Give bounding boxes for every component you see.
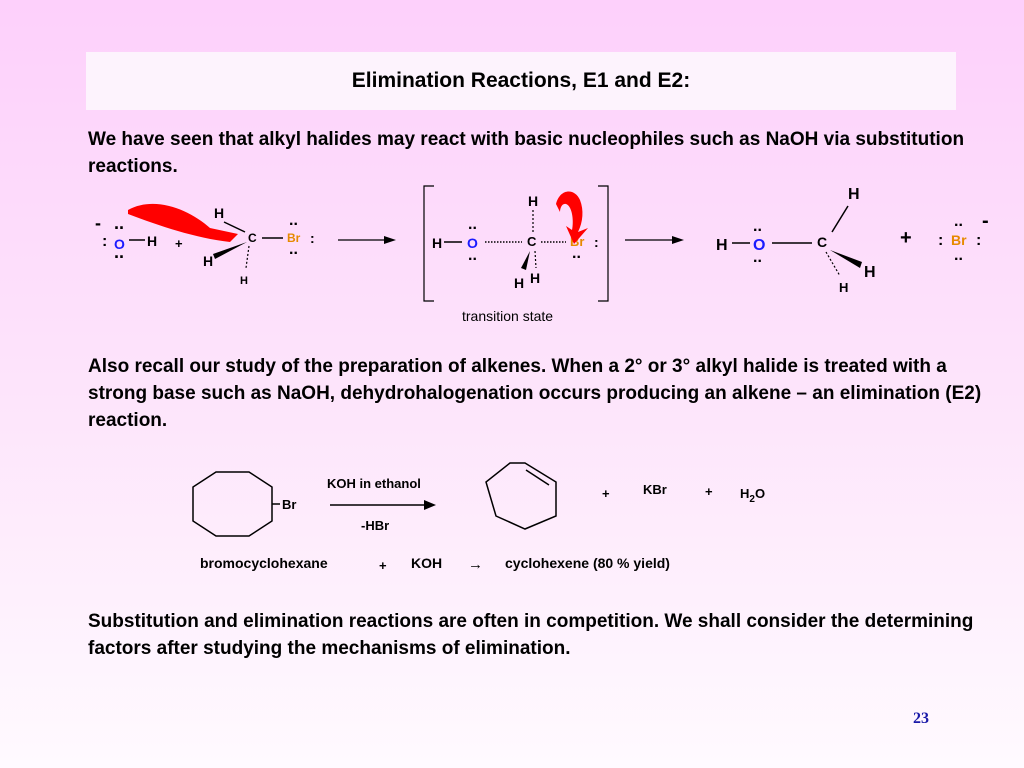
ts-h-top: H bbox=[528, 193, 538, 209]
ts-o-lone-pair-bottom: .. bbox=[468, 247, 477, 264]
caption-reactant: bromocyclohexane bbox=[200, 555, 328, 571]
product-plus-2: + bbox=[705, 484, 713, 499]
product-h-dash: H bbox=[839, 280, 848, 295]
caption-plus: + bbox=[379, 558, 387, 573]
br-lone-pair-bottom: .. bbox=[289, 241, 298, 258]
paragraph-substitution: We have seen that alkyl halides may reac… bbox=[88, 129, 965, 177]
hydroxide-colon: : bbox=[102, 233, 107, 250]
product-plus-1: + bbox=[602, 486, 610, 501]
ts-h-left: H bbox=[432, 235, 442, 251]
hydroxide-lone-pair-top: .. bbox=[114, 213, 124, 233]
bromide-lone-pair-bottom: .. bbox=[954, 247, 963, 264]
bromo-substituent: Br bbox=[282, 497, 296, 512]
ch3br-carbon: C bbox=[248, 231, 257, 245]
title-box: Elimination Reactions, E1 and E2: bbox=[86, 52, 956, 110]
transition-state: H .. O .. C Br .. : .. H H H transition … bbox=[423, 185, 609, 324]
electron-push-arrow bbox=[128, 203, 238, 242]
paragraph-elimination: Also recall our study of the preparation… bbox=[88, 356, 982, 431]
hydroxide-lone-pair-bottom: .. bbox=[114, 242, 124, 262]
hydroxide-hydrogen: H bbox=[147, 233, 157, 249]
bromide-colon-right: : bbox=[976, 232, 981, 249]
ts-carbon: C bbox=[527, 234, 537, 249]
slide-title: Elimination Reactions, E1 and E2: bbox=[351, 69, 691, 92]
ch3br-bromine: Br bbox=[287, 231, 301, 245]
ts-br-lone-pair-bottom: .. bbox=[572, 245, 581, 262]
product-carbon: C bbox=[817, 234, 827, 250]
plus-sign: + bbox=[175, 236, 183, 251]
product-h-left: H bbox=[716, 237, 728, 254]
leaving-group-arrow bbox=[556, 191, 588, 244]
caption-base: KOH bbox=[411, 555, 442, 571]
bromide-bromine: Br bbox=[951, 232, 967, 248]
reagent-bottom: -HBr bbox=[361, 518, 389, 533]
paragraph-competition: Substitution and elimination reactions a… bbox=[88, 611, 974, 659]
ts-oxygen: O bbox=[467, 235, 478, 251]
br-colon: : bbox=[310, 230, 315, 246]
sn2-products: H .. O .. C H H H + : .. Br : .. - bbox=[716, 186, 989, 295]
hydroxide-oxygen: O bbox=[114, 236, 125, 252]
e2-reaction: Br KOH in ethanol -HBr + KBr + H2O bromo… bbox=[192, 462, 765, 573]
caption-product: cyclohexene (80 % yield) bbox=[505, 555, 670, 571]
caption-arrow: → bbox=[468, 556, 483, 573]
reagent-top: KOH in ethanol bbox=[327, 476, 421, 491]
cyclohexene-ring bbox=[485, 462, 557, 530]
hydroxide-charge: - bbox=[95, 213, 101, 233]
product-h-top: H bbox=[848, 186, 860, 203]
water-product: H2O bbox=[740, 486, 765, 505]
ts-h-dash: H bbox=[530, 270, 540, 286]
bromocyclohexane-ring bbox=[192, 471, 273, 537]
ch3br-h-wedge: H bbox=[203, 253, 213, 269]
product-o-lone-pair-top: .. bbox=[753, 218, 762, 235]
product-h-wedge: H bbox=[864, 264, 876, 281]
ch3br-h-top: H bbox=[214, 205, 224, 221]
product-plus: + bbox=[900, 227, 912, 249]
transition-state-label: transition state bbox=[462, 308, 553, 324]
product-oxygen: O bbox=[753, 237, 765, 254]
sn2-reactants: - : .. O H .. + H C Br .. : .. H H bbox=[95, 203, 315, 287]
bromide-colon-left: : bbox=[938, 232, 943, 249]
product-o-lone-pair-bottom: .. bbox=[753, 249, 762, 266]
ts-br-colon: : bbox=[594, 234, 599, 250]
br-lone-pair-top: .. bbox=[289, 212, 298, 229]
bromide-lone-pair-top: .. bbox=[954, 213, 963, 230]
ts-h-wedge: H bbox=[514, 275, 524, 291]
kbr-product: KBr bbox=[643, 482, 667, 497]
bromide-charge: - bbox=[982, 210, 989, 232]
ch3br-h-dash: H bbox=[240, 275, 248, 287]
ts-o-lone-pair-top: .. bbox=[468, 216, 477, 233]
slide-number: 23 bbox=[913, 710, 929, 727]
